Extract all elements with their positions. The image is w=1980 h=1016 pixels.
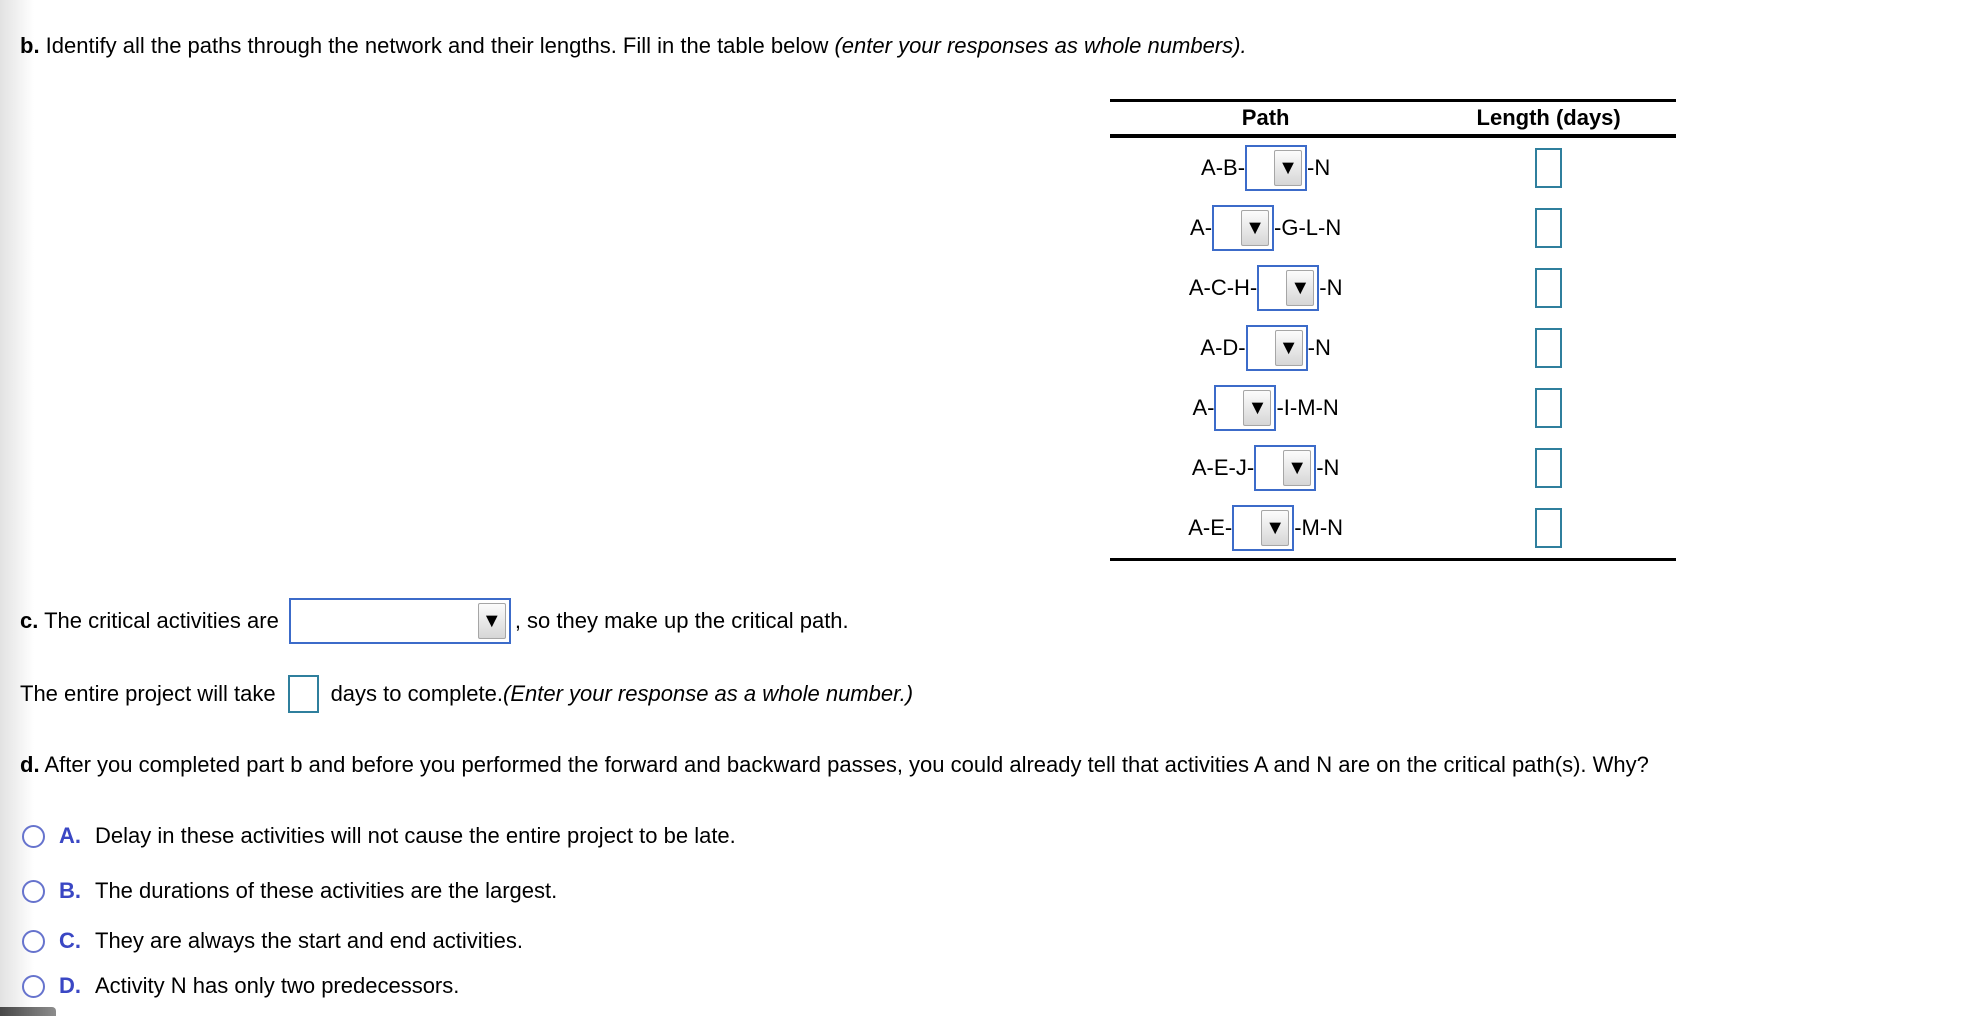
path-suffix: -N (1316, 455, 1340, 480)
option-c-radio[interactable] (22, 929, 45, 953)
question-c-text-after: , so they make up the critical path. (514, 608, 849, 633)
answer-option-d: D. Activity N has only two predecessors. (22, 973, 459, 999)
path-dropdown-row3[interactable]: ▼ (1257, 265, 1320, 311)
question-b-text: b. Identify all the paths through the ne… (20, 33, 1247, 58)
bottom-left-strip (0, 1007, 56, 1016)
table-row: A-D- ▼ -N (1110, 318, 1676, 378)
path-dropdown-row6[interactable]: ▼ (1254, 445, 1317, 491)
project-duration-line: The entire project will take days to com… (20, 675, 913, 713)
question-d-text: d. After you completed part b and before… (20, 752, 1649, 777)
length-input-row6[interactable] (1535, 448, 1563, 488)
question-d-label: d. (20, 752, 40, 777)
table-row: A-B- ▼ -N (1110, 138, 1676, 198)
project-days-input[interactable] (287, 675, 319, 713)
path-suffix: -N (1307, 335, 1331, 360)
dropdown-arrow-icon: ▼ (1261, 510, 1290, 546)
option-b-text: The durations of these activities are th… (95, 878, 558, 903)
dropdown-arrow-icon: ▼ (477, 603, 506, 639)
question-b-label: b. (20, 33, 40, 58)
path-suffix: -M-N (1294, 515, 1344, 540)
answer-option-c: C. They are always the start and end act… (22, 928, 523, 954)
path-dropdown-row5[interactable]: ▼ (1214, 385, 1277, 431)
path-suffix: -G-L-N (1274, 215, 1342, 240)
dropdown-arrow-icon: ▼ (1274, 330, 1303, 366)
table-row: A-C-H- ▼ -N (1110, 258, 1676, 318)
length-input-row1[interactable] (1535, 148, 1563, 188)
length-input-row4[interactable] (1535, 328, 1563, 368)
path-suffix: -N (1319, 275, 1343, 300)
length-input-row3[interactable] (1535, 268, 1563, 308)
length-input-row5[interactable] (1535, 388, 1563, 428)
option-a-text: Delay in these activities will not cause… (95, 823, 736, 848)
path-dropdown-row4[interactable]: ▼ (1245, 325, 1308, 371)
table-row: A-E-J- ▼ -N (1110, 438, 1676, 498)
path-prefix: A- (1190, 215, 1213, 240)
length-column-header: Length (days) (1476, 105, 1621, 130)
dropdown-arrow-icon: ▼ (1274, 150, 1303, 186)
option-b-radio[interactable] (22, 879, 45, 903)
option-c-letter: C. (59, 928, 81, 953)
path-column-header: Path (1241, 105, 1290, 130)
question-c-text-before: c. The critical activities are (20, 608, 279, 633)
duration-text-before: The entire project will take (20, 681, 276, 706)
option-c-text: They are always the start and end activi… (95, 928, 523, 953)
dropdown-arrow-icon: ▼ (1241, 210, 1270, 246)
left-edge-gradient (0, 0, 34, 1016)
path-prefix: A-C-H- (1188, 275, 1258, 300)
path-dropdown-row7[interactable]: ▼ (1232, 505, 1295, 551)
table-row: A- ▼ -G-L-N (1110, 198, 1676, 258)
dropdown-arrow-icon: ▼ (1243, 390, 1272, 426)
option-a-letter: A. (59, 823, 81, 848)
answer-option-b: B. The durations of these activities are… (22, 878, 557, 904)
path-dropdown-row2[interactable]: ▼ (1212, 205, 1275, 251)
option-d-text: Activity N has only two predecessors. (95, 973, 460, 998)
path-prefix: A-E-J- (1191, 455, 1255, 480)
option-d-radio[interactable] (22, 974, 45, 998)
option-d-letter: D. (59, 973, 81, 998)
length-input-row2[interactable] (1535, 208, 1563, 248)
path-prefix: A-E- (1188, 515, 1233, 540)
path-prefix: A- (1192, 395, 1215, 420)
dropdown-arrow-icon: ▼ (1283, 450, 1312, 486)
question-c-line: c. The critical activities are ▼ , so th… (20, 598, 849, 644)
duration-text-after: days to complete. (330, 681, 503, 706)
paths-table: Path Length (days) A-B- ▼ -N A- ▼ -G-L-N… (1110, 99, 1676, 561)
question-c-label: c. (20, 608, 39, 633)
path-suffix: -I-M-N (1276, 395, 1339, 420)
table-header-row: Path Length (days) (1110, 102, 1676, 138)
length-input-row7[interactable] (1535, 508, 1563, 548)
table-body: A-B- ▼ -N A- ▼ -G-L-N A-C-H- ▼ -N (1110, 138, 1676, 561)
path-prefix: A-B- (1201, 155, 1246, 180)
answer-option-a: A. Delay in these activities will not ca… (22, 823, 736, 849)
path-prefix: A-D- (1200, 335, 1246, 360)
critical-activities-dropdown[interactable]: ▼ (288, 598, 511, 644)
table-row: A-E- ▼ -M-N (1110, 498, 1676, 558)
path-dropdown-row1[interactable]: ▼ (1245, 145, 1308, 191)
option-b-letter: B. (59, 878, 81, 903)
duration-text-italic: (Enter your response as a whole number.) (503, 681, 914, 706)
dropdown-arrow-icon: ▼ (1286, 270, 1315, 306)
path-suffix: -N (1307, 155, 1331, 180)
table-row: A- ▼ -I-M-N (1110, 378, 1676, 438)
option-a-radio[interactable] (22, 824, 45, 848)
